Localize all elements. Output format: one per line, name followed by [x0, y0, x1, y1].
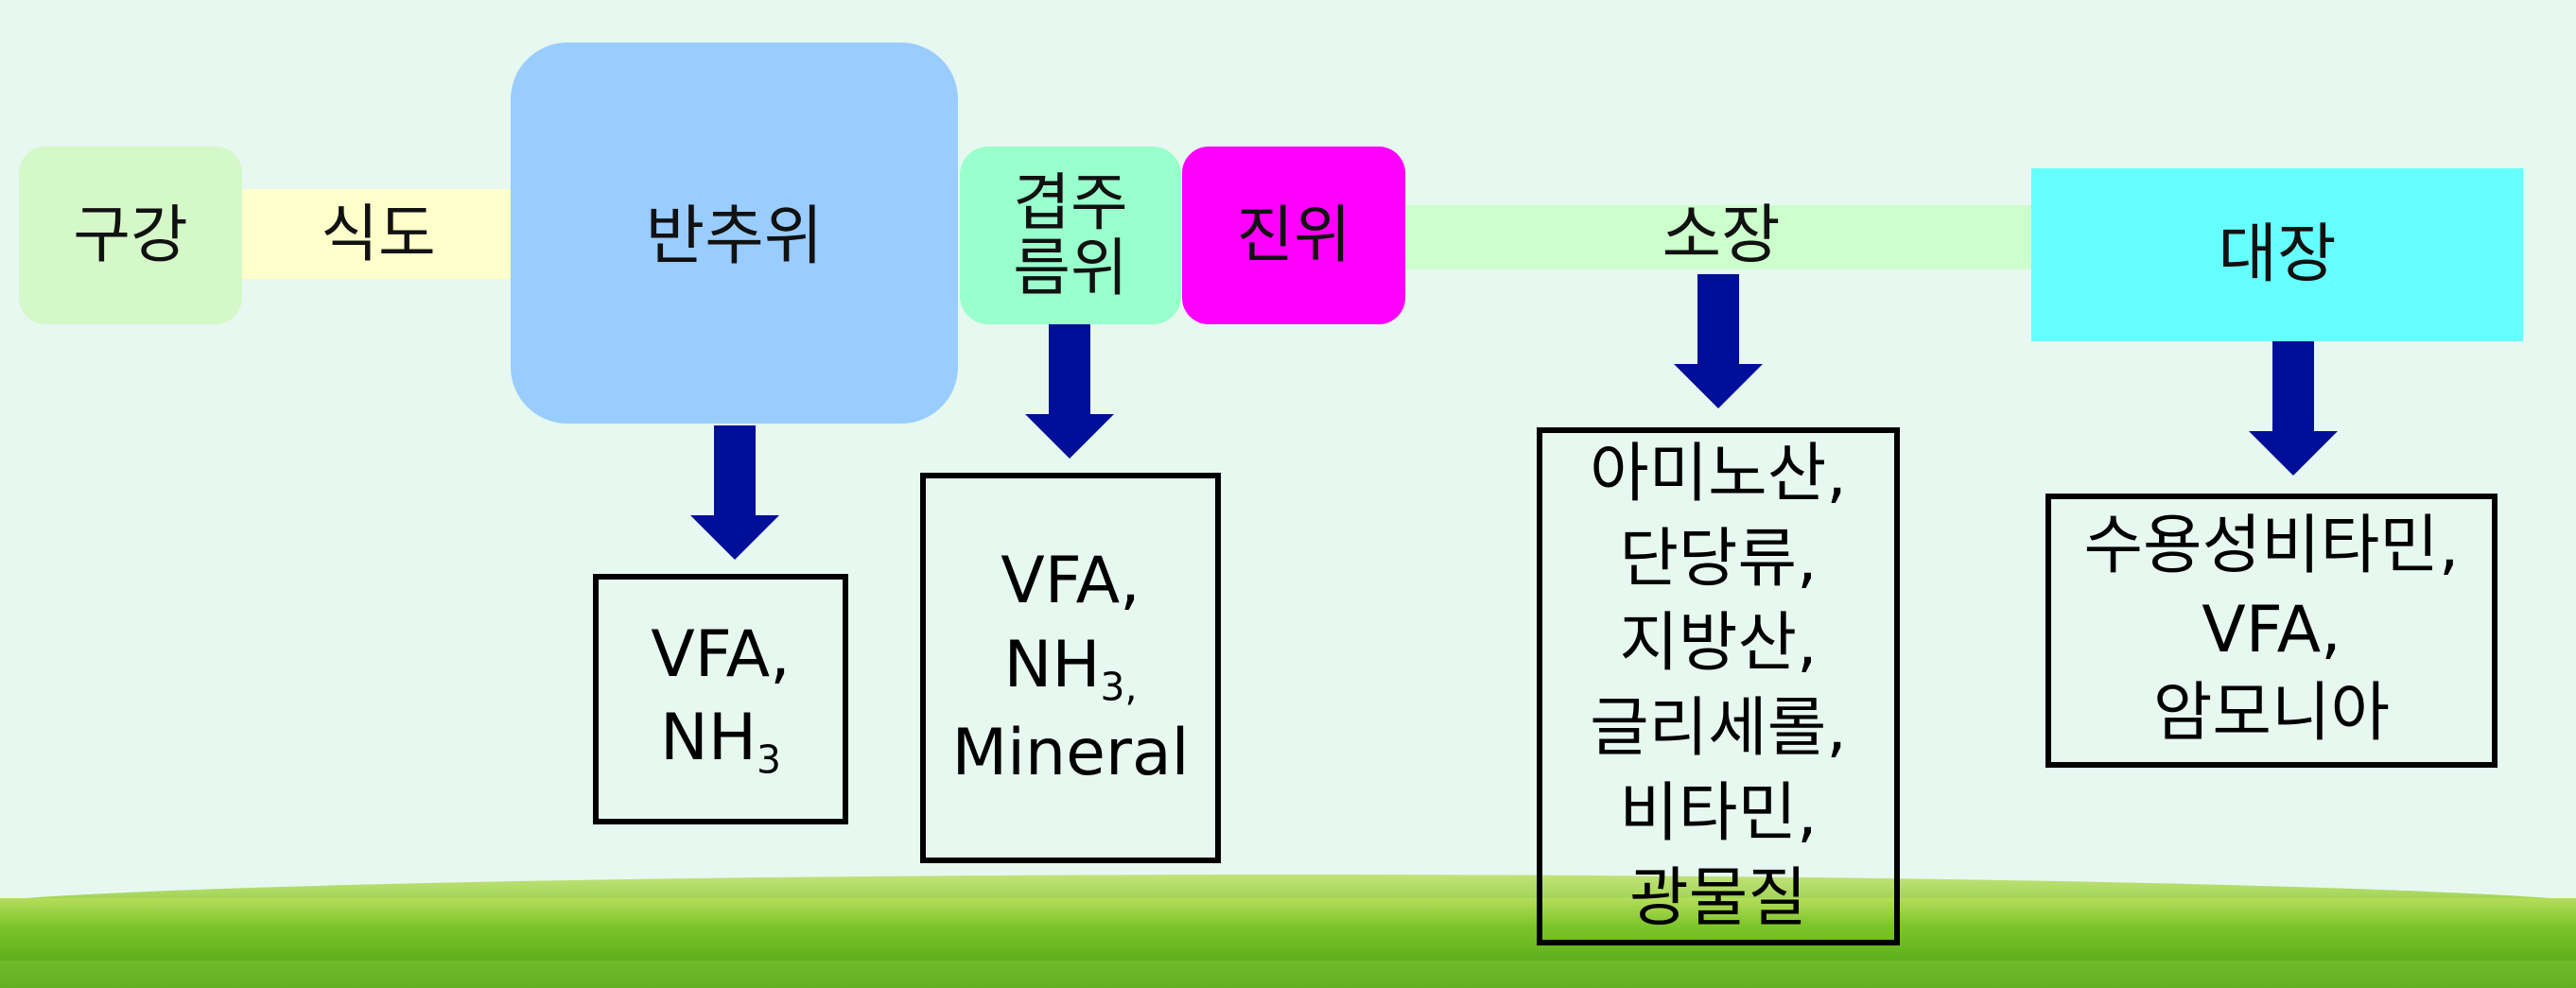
- small-intestine-product: 비타민,: [1619, 775, 1818, 851]
- reticulum-label-line2: 름위: [1013, 232, 1128, 304]
- abomasum-box: 진위: [1182, 147, 1405, 324]
- rumen-box: 반추위: [511, 43, 958, 424]
- omasum-product-mineral: Mineral: [951, 716, 1190, 791]
- large-intestine-product: VFA,: [2202, 592, 2341, 667]
- small-intestine-label: 소장: [1662, 199, 1781, 274]
- omasum-down-arrow: [1025, 324, 1114, 459]
- large-intestine-box: 대장: [2031, 168, 2523, 341]
- reticulum-box: 겹주 름위: [960, 147, 1181, 324]
- esophagus-band: [241, 189, 515, 279]
- small-intestine-product: 단당류,: [1619, 521, 1818, 597]
- omasum-product-vfa: VFA,: [1001, 544, 1140, 619]
- small-intestine-label-wrap: 소장: [1608, 194, 1835, 279]
- omasum-products-box: VFA, NH3, Mineral: [920, 473, 1221, 863]
- omasum-product-nh3: NH3,: [1003, 627, 1138, 710]
- rumen-product-nh3: NH3: [660, 701, 781, 783]
- esophagus-label: 식도: [321, 197, 436, 270]
- rumen-products-box: VFA, NH3: [593, 574, 848, 824]
- rumen-product-vfa: VFA,: [651, 616, 791, 692]
- reticulum-label-line1: 겹주: [1013, 165, 1128, 239]
- large-intestine-products-box: 수용성비타민, VFA, 암모니아: [2045, 494, 2498, 768]
- rumen-label: 반추위: [645, 199, 824, 274]
- small-intestine-band: [1404, 205, 2038, 269]
- small-intestine-product: 글리세롤,: [1590, 691, 1847, 766]
- small-intestine-products-box: 아미노산, 단당류, 지방산, 글리세롤, 비타민, 광물질: [1537, 427, 1900, 945]
- small-intestine-product: 지방산,: [1619, 606, 1818, 682]
- mouth-label: 구강: [73, 199, 188, 272]
- rumen-down-arrow: [690, 425, 779, 560]
- large-intestine-down-arrow: [2249, 341, 2338, 476]
- large-intestine-label: 대장: [2218, 217, 2337, 292]
- small-intestine-product: 광물질: [1629, 860, 1807, 936]
- abomasum-label: 진위: [1236, 199, 1351, 272]
- small-intestine-down-arrow: [1674, 274, 1763, 408]
- small-intestine-product: 아미노산,: [1590, 436, 1847, 511]
- large-intestine-product: 암모니아: [2152, 676, 2391, 752]
- large-intestine-product: 수용성비타민,: [2083, 509, 2460, 584]
- background-ground: [0, 898, 2576, 961]
- esophagus-label-wrap: 식도: [274, 189, 482, 279]
- mouth-box: 구강: [19, 147, 242, 324]
